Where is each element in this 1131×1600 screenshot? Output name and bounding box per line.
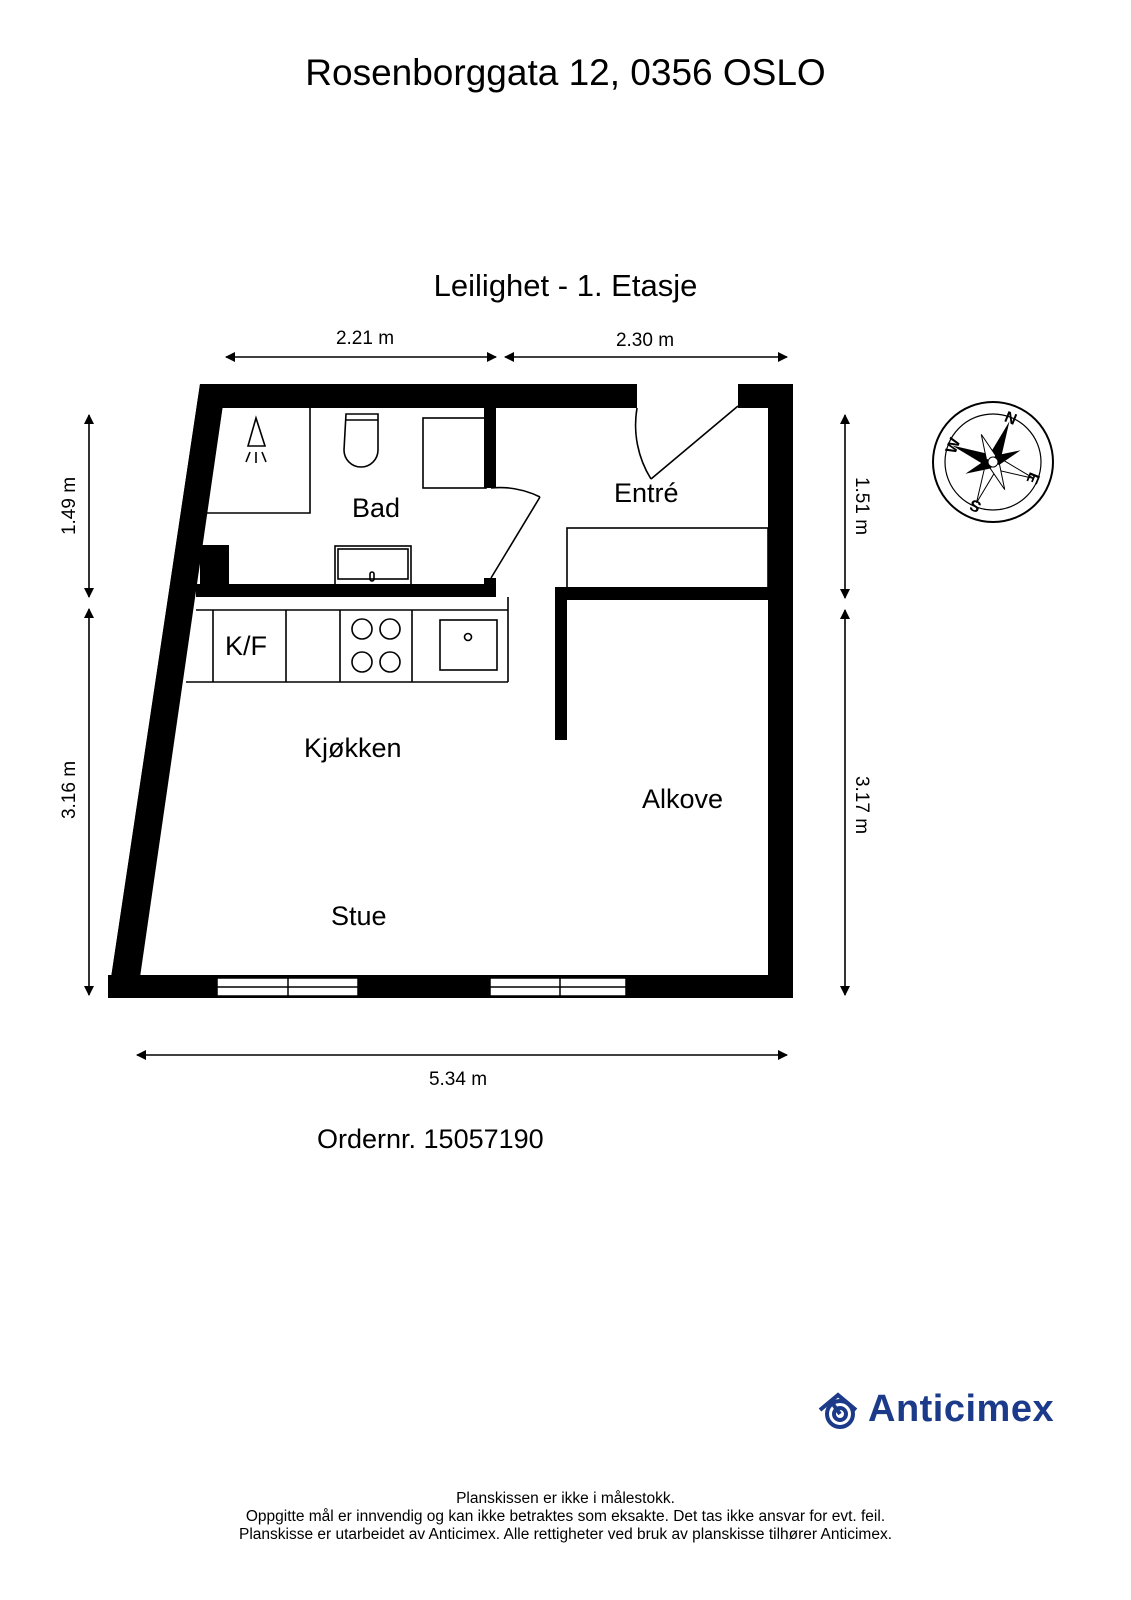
address-title: Rosenborggata 12, 0356 OSLO — [305, 52, 826, 93]
bath-right-wall-lower — [484, 578, 496, 597]
disclaimer-line: Planskissen er ikke i målestokk. — [456, 1490, 675, 1507]
windows — [216, 977, 627, 997]
room-alkove: Alkove — [642, 784, 723, 814]
dim-top-left: 2.21 m — [336, 328, 394, 349]
room-bad: Bad — [352, 493, 400, 523]
shower — [207, 408, 311, 514]
room-labels: Bad Entré K/F Kjøkken Alkove Stue — [225, 478, 723, 931]
dimension-labels: 2.21 m 2.30 m 5.34 m 1.49 m 3.16 m 1.51 … — [59, 328, 872, 1090]
kitchen-counter — [186, 597, 509, 683]
bottom-wall — [108, 975, 793, 998]
room-kf: K/F — [225, 631, 267, 661]
room-kjokken: Kjøkken — [304, 733, 402, 763]
floor-title: Leilighet - 1. Etasje — [433, 268, 698, 303]
room-entre: Entré — [614, 478, 679, 508]
dim-top-right: 2.30 m — [616, 330, 674, 351]
order-number: Ordernr. 15057190 — [317, 1124, 544, 1154]
bath-right-wall-upper — [484, 408, 496, 488]
anticimex-logo: Anticimex — [816, 1388, 1054, 1431]
dimension-lines — [84, 352, 850, 1060]
shower-icon — [245, 415, 267, 463]
bath-door — [490, 486, 541, 579]
walls — [108, 384, 793, 998]
bath-cabinet — [422, 417, 487, 489]
anticimex-logo-icon — [818, 1391, 858, 1429]
entry-door — [634, 405, 739, 480]
logo-text: Anticimex — [868, 1388, 1055, 1430]
fixtures — [186, 405, 769, 683]
wall-block — [200, 545, 229, 597]
dim-left-upper: 1.49 m — [59, 477, 80, 535]
top-wall-left — [200, 384, 637, 408]
disclaimer-line: Planskisse er utarbeidet av Anticimex. A… — [238, 1526, 892, 1543]
room-stue: Stue — [331, 901, 387, 931]
entry-cabinet — [566, 527, 769, 590]
toilet — [343, 413, 379, 468]
bath-sink — [334, 545, 412, 586]
kitchen-sink — [439, 619, 498, 671]
dim-right-upper: 1.51 m — [851, 477, 872, 535]
dim-bottom: 5.34 m — [429, 1069, 487, 1090]
compass-icon: N E S W — [932, 401, 1054, 523]
disclaimer-line: Oppgitte mål er innvendig og kan ikke be… — [245, 1508, 886, 1525]
alkove-wall-h — [555, 587, 768, 600]
disclaimer: Planskissen er ikke i målestokk. Oppgitt… — [0, 1490, 1131, 1544]
dim-right-lower: 3.17 m — [851, 776, 872, 834]
alkove-wall-v — [555, 587, 567, 740]
bath-kitchen-wall — [196, 584, 496, 597]
right-wall — [768, 384, 793, 998]
dim-left-lower: 3.16 m — [59, 761, 80, 819]
compass-w: W — [943, 435, 965, 456]
